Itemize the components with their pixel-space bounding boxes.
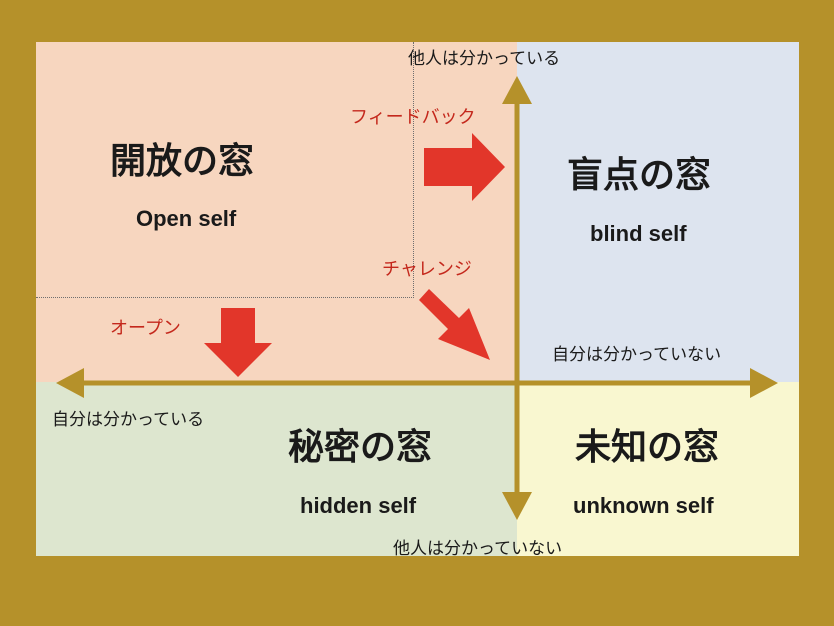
axis-label-left: 自分は分かっている bbox=[52, 410, 205, 430]
vertical-axis-up-arrowhead bbox=[502, 76, 532, 104]
blind-self-subtitle: blind self bbox=[590, 221, 687, 246]
hidden-self-quadrant bbox=[36, 382, 517, 556]
axis-label-bottom: 他人は分かっていない bbox=[393, 539, 563, 559]
challenge-label: チャレンジ bbox=[382, 259, 472, 280]
unknown-self-quadrant bbox=[517, 382, 799, 556]
open-arrow bbox=[204, 308, 272, 377]
horizontal-axis-right-arrowhead bbox=[750, 368, 778, 398]
blind-self-title: 盲点の窓 bbox=[567, 155, 712, 196]
open-self-title: 開放の窓 bbox=[110, 141, 255, 182]
horizontal-axis-left-arrowhead bbox=[56, 368, 84, 398]
feedback-arrow bbox=[424, 133, 505, 201]
hidden-self-subtitle: hidden self bbox=[300, 493, 417, 518]
open-label: オープン bbox=[110, 318, 181, 339]
vertical-axis-down-arrowhead bbox=[502, 492, 532, 520]
blind-self-quadrant bbox=[517, 42, 799, 382]
open-self-quadrant bbox=[36, 42, 517, 382]
feedback-label: フィードバック bbox=[350, 107, 476, 128]
open-self-subtitle: Open self bbox=[136, 206, 237, 231]
axis-label-right: 自分は分かっていない bbox=[552, 345, 722, 365]
unknown-self-title: 未知の窓 bbox=[575, 427, 720, 468]
hidden-self-title: 秘密の窓 bbox=[288, 427, 433, 468]
axis-label-top: 他人は分かっている bbox=[408, 49, 561, 69]
challenge-arrow bbox=[419, 289, 490, 360]
unknown-self-subtitle: unknown self bbox=[573, 493, 714, 518]
